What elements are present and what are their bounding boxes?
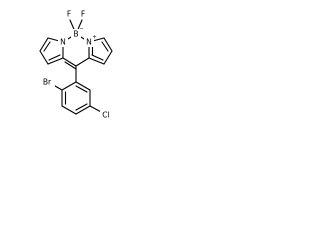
bodipy-structure-diagram: F F B − N N + Br Cl — [39, 9, 113, 120]
bond-left-ring-2-double — [43, 41, 51, 52]
bond-left-ring-3 — [39, 50, 49, 65]
bond-left-ring-2 — [39, 37, 49, 52]
atom-label-fluorine-right: F — [81, 10, 85, 19]
bond-phenyl-3 — [61, 105, 77, 115]
atom-label-chlorine: Cl — [102, 111, 109, 120]
bond-phenyl-4 — [75, 105, 91, 115]
bond-phenyl-1 — [61, 81, 77, 91]
atom-label-nitrogen-right: N — [86, 38, 92, 47]
bond-phenyl-6 — [75, 81, 91, 91]
bond-right-ring-4-double — [91, 54, 104, 61]
bond-meso-left — [62, 57, 77, 67]
atom-label-nitrogen-left: N — [60, 38, 66, 47]
bond-right-ring-2 — [103, 37, 113, 52]
bond-left-ring-4 — [47, 57, 64, 65]
bond-right-ring-3 — [103, 50, 113, 65]
atom-label-boron: B — [73, 30, 78, 39]
atom-label-bromine: Br — [43, 78, 52, 87]
bond-left-ring-4-double — [48, 54, 61, 61]
atom-label-fluorine-left: F — [67, 10, 71, 19]
bond-meso-left-double — [64, 61, 77, 70]
atom-labels: F F B − N N + Br Cl — [40, 9, 113, 120]
bond-phenyl-6-double — [75, 85, 88, 93]
bond-phenyl-4-double — [75, 103, 88, 111]
nitrogen-positive-charge: + — [92, 35, 96, 41]
boron-negative-charge: − — [79, 27, 83, 33]
bond-meso-right — [75, 57, 90, 67]
bond-right-ring-2-double — [101, 41, 109, 52]
bond-right-ring-4 — [88, 57, 105, 65]
